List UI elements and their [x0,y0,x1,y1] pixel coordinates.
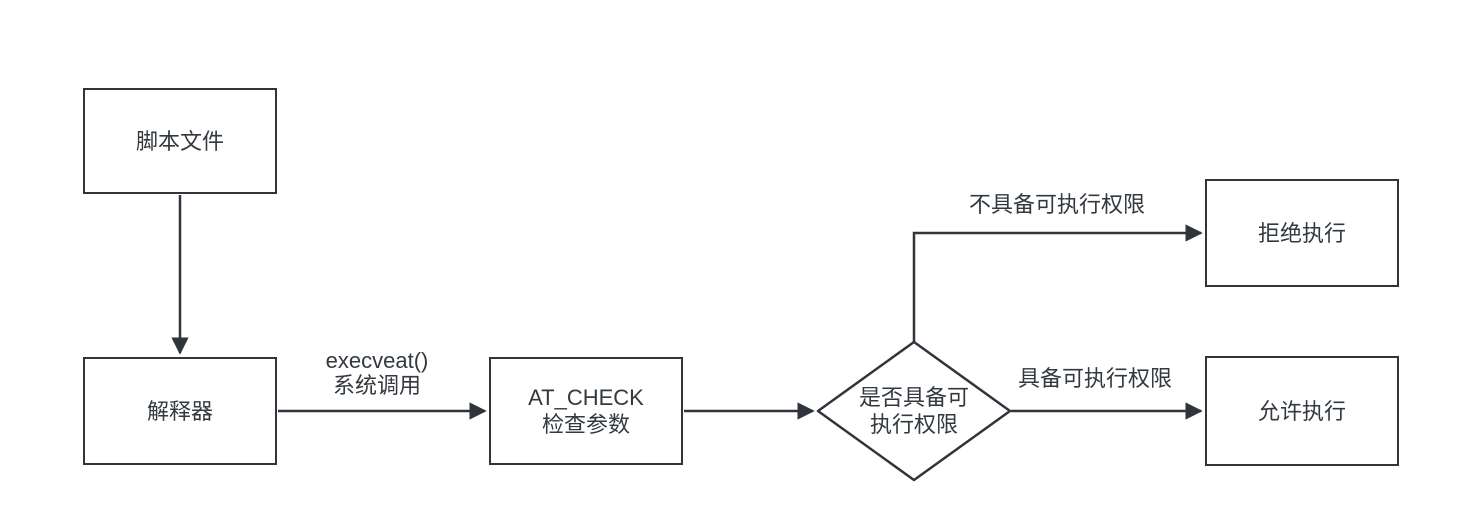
edge-label-syscall: execveat() 系统调用 [325,348,429,398]
edge-decision-to-deny [912,224,1203,342]
node-deny[interactable]: 拒绝执行 [1205,179,1399,287]
edge-label-no-permission: 不具备可执行权限 [968,192,1145,217]
node-interpreter-label: 解释器 [146,398,213,424]
node-at-check-label: AT_CHECK 检查参数 [528,385,644,437]
node-deny-label: 拒绝执行 [1257,220,1346,246]
node-script-file[interactable]: 脚本文件 [83,88,277,194]
decision-diamond-shape [816,340,1012,482]
node-decision[interactable]: 是否具备可 执行权限 [818,342,1010,480]
edge-label-has-permission: 具备可执行权限 [1017,366,1172,391]
node-script-file-label: 脚本文件 [135,128,224,154]
node-allow[interactable]: 允许执行 [1205,356,1399,466]
node-allow-label: 允许执行 [1257,398,1346,424]
node-at-check[interactable]: AT_CHECK 检查参数 [489,357,683,465]
node-decision-label: 是否具备可 执行权限 [858,385,969,437]
node-interpreter[interactable]: 解释器 [83,357,277,465]
